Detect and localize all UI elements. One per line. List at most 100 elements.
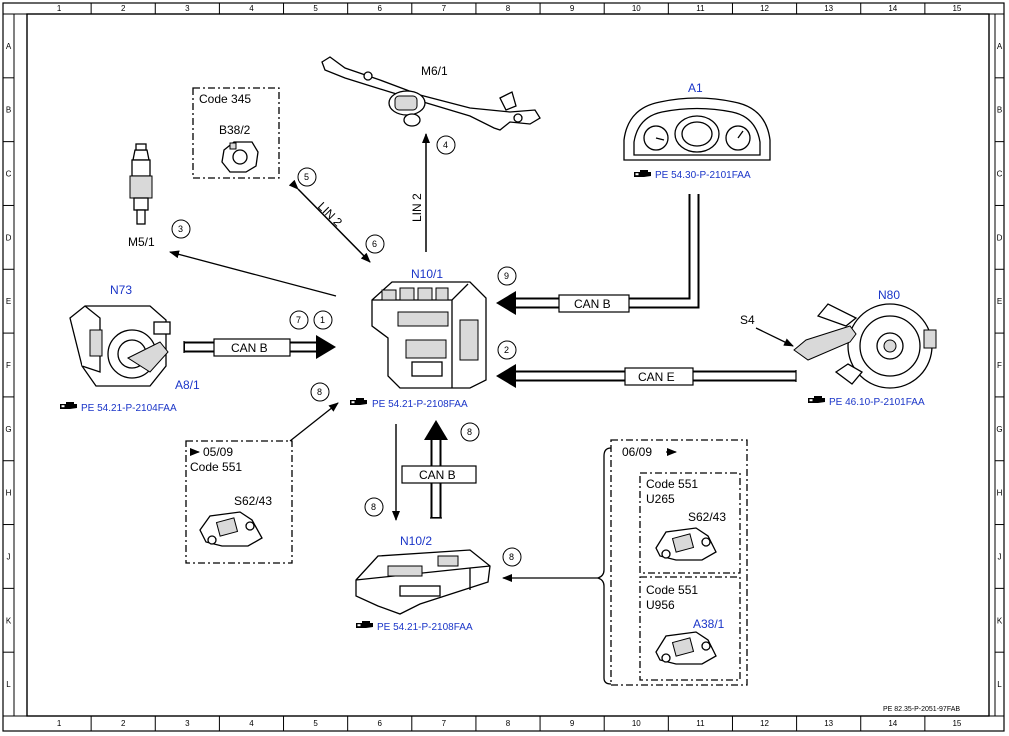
box-05-09 (185, 440, 293, 564)
grid-row-label-right: D (997, 233, 1003, 242)
num-3: 3 (178, 224, 183, 234)
grid-row-label-right: C (997, 170, 1003, 179)
ignition-switch-n73 (69, 305, 171, 387)
grid-row-label-left: J (7, 552, 11, 561)
grid-col-label-top: 5 (313, 4, 318, 13)
grid-col-label-top: 12 (760, 4, 769, 13)
label-s62-43-right: S62/43 (688, 510, 726, 524)
pointing-hand-icon (356, 621, 373, 628)
grid-col-label-top: 2 (121, 4, 126, 13)
box-u265 (639, 472, 741, 574)
grid-col-label-bottom: 9 (570, 719, 575, 728)
grid-row-label-left: B (6, 106, 11, 115)
num-4: 4 (443, 140, 448, 150)
link-box-05-09 (289, 402, 339, 442)
num-8-right: 8 (509, 552, 514, 562)
grid-col-label-top: 4 (249, 4, 254, 13)
grid-row-label-left: L (6, 680, 11, 689)
grid-col-label-bottom: 13 (824, 719, 833, 728)
label-05-09: 05/09 (203, 445, 233, 459)
grid-col-label-bottom: 11 (696, 719, 705, 728)
bus-can-b-n73: CAN B (231, 341, 268, 355)
grid-col-label-bottom: 1 (57, 719, 62, 728)
bus-can-b-a1: CAN B (574, 297, 611, 311)
label-code-551-left: Code 551 (190, 460, 242, 474)
grid-row-label-left: F (6, 361, 11, 370)
sensor-b38-2 (221, 141, 259, 173)
box-u956 (639, 576, 741, 681)
grid-col-label-bottom: 4 (249, 719, 254, 728)
label-code-551-u956: Code 551 (646, 583, 698, 597)
num-9: 9 (504, 271, 509, 281)
pointing-hand-icon (634, 170, 651, 177)
grid-row-label-left: D (6, 233, 12, 242)
grid-col-label-top: 8 (506, 4, 511, 13)
grid-row-label-right: K (997, 616, 1003, 625)
grid-row-label-left: H (6, 489, 12, 498)
label-s62-43-left: S62/43 (234, 494, 272, 508)
link-lin2-b38-2 (288, 179, 371, 263)
grid-col-label-bottom: 6 (378, 719, 383, 728)
bus-lin2-vertical: LIN 2 (410, 193, 424, 222)
grid-row-label-left: G (5, 425, 11, 434)
grid-row-label-right: L (997, 680, 1002, 689)
module-n10-2 (355, 549, 491, 615)
grid-col-label-top: 9 (570, 4, 575, 13)
label-u265: U265 (646, 492, 675, 506)
num-5: 5 (304, 172, 309, 182)
num-8-down: 8 (371, 502, 376, 512)
num-2: 2 (504, 345, 509, 355)
ref-n10-2: PE 54.21-P-2108FAA (377, 622, 473, 633)
grid-col-label-top: 14 (888, 4, 897, 13)
grid-row-label-right: J (998, 552, 1002, 561)
grid-row-label-right: H (997, 489, 1003, 498)
grid-row-label-left: K (6, 616, 12, 625)
brace (595, 447, 612, 685)
grid-col-label-top: 6 (378, 4, 383, 13)
grid-col-label-top: 11 (696, 4, 705, 13)
label-m5-1: M5/1 (128, 235, 155, 249)
grid-col-label-top: 10 (632, 4, 641, 13)
box-06-09 (610, 439, 748, 686)
label-n10-2: N10/2 (400, 534, 432, 548)
grid-col-label-top: 7 (442, 4, 447, 13)
link-can-b-a1 (510, 194, 700, 309)
label-a38-1: A38/1 (693, 617, 725, 631)
box-code-345 (192, 87, 280, 179)
grid-row-label-right: B (997, 106, 1002, 115)
num-6: 6 (372, 239, 377, 249)
instrument-cluster-a1 (623, 97, 771, 161)
grid-col-label-top: 13 (824, 4, 833, 13)
pointing-hand-icon (60, 402, 77, 409)
switch-a38-1 (655, 631, 717, 665)
num-7: 7 (296, 315, 301, 325)
label-u956: U956 (646, 598, 675, 612)
label-code-551-u265: Code 551 (646, 477, 698, 491)
grid-row-label-right: E (997, 297, 1002, 306)
grid-col-label-bottom: 10 (632, 719, 641, 728)
switch-s62-43-right (655, 527, 717, 561)
ref-n80: PE 46.10-P-2101FAA (829, 397, 925, 408)
steering-module-n80 (793, 303, 937, 389)
grid-col-label-bottom: 2 (121, 719, 126, 728)
label-n73: N73 (110, 283, 132, 297)
grid-col-label-top: 3 (185, 4, 190, 13)
doc-id: PE 82.35-P-2051-97FAB (883, 706, 960, 713)
label-n10-1: N10/1 (411, 267, 443, 281)
ref-a1: PE 54.30-P-2101FAA (655, 170, 751, 181)
grid-col-label-bottom: 14 (888, 719, 897, 728)
grid-row-label-right: F (997, 361, 1002, 370)
switch-s62-43-left (199, 511, 263, 547)
number-circles: 4 5 6 3 9 2 7 1 8 8 8 8 (171, 135, 522, 567)
ref-n10-1: PE 54.21-P-2108FAA (372, 399, 468, 410)
grid-row-label-right: G (996, 425, 1002, 434)
grid-col-label-top: 15 (952, 4, 961, 13)
bus-can-e: CAN E (638, 370, 675, 384)
num-8-can: 8 (467, 427, 472, 437)
grid-col-label-bottom: 5 (313, 719, 318, 728)
